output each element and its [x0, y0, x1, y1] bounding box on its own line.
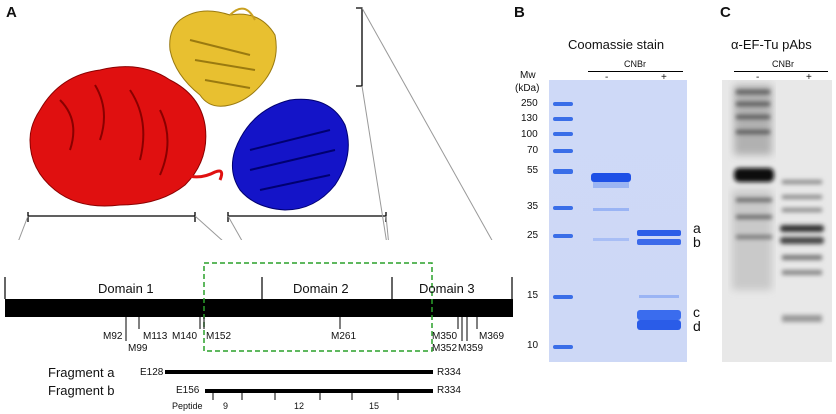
domain3-label: Domain 3	[419, 281, 475, 296]
peptide-number-15: 15	[369, 401, 380, 411]
panel-b-letter: B	[514, 4, 525, 21]
panel-b-plus: +	[661, 72, 667, 83]
fragment-b-start: E156	[176, 385, 200, 396]
peptide-number-12: 12	[294, 401, 305, 411]
panel-c-plus: +	[806, 72, 812, 83]
band-label-a: a	[693, 220, 701, 236]
domain-bar-diagram	[4, 262, 513, 400]
domain3-structure	[231, 98, 349, 211]
highlight-box	[203, 262, 433, 352]
marker-10: 10	[527, 340, 539, 351]
met-label-m369: M369	[479, 331, 505, 342]
marker-130: 130	[521, 113, 538, 124]
met-label-m113: M113	[143, 331, 168, 342]
domain1-label: Domain 1	[98, 281, 154, 296]
marker-15: 15	[527, 290, 539, 301]
met-label-m99: M99	[128, 343, 148, 354]
domain2-structure	[169, 7, 277, 107]
met-label-m359: M359	[458, 343, 484, 354]
fragment-a-label: Fragment a	[48, 365, 115, 380]
peptide-number-9: 9	[223, 401, 229, 411]
mw-label-line2: (kDa)	[515, 83, 540, 94]
panel-b-treatment-line	[588, 71, 683, 72]
sequence-bar	[5, 299, 513, 317]
fragment-b-line	[205, 389, 433, 393]
marker-250: 250	[521, 98, 538, 109]
band-label-c: c	[693, 304, 700, 320]
panel-c-title: α-EF-Tu pAbs	[731, 37, 812, 52]
western-blot	[722, 80, 832, 362]
met-label-m261: M261	[331, 331, 357, 342]
band-label-b: b	[693, 234, 701, 250]
panel-c-letter: C	[720, 4, 731, 21]
fragment-b-end: R334	[437, 385, 461, 396]
panel-c-minus: -	[756, 72, 760, 83]
met-label-m350: M350	[432, 331, 458, 342]
marker-55: 55	[527, 165, 539, 176]
peptide-label: Peptide	[172, 401, 203, 411]
met-label-m92: M92	[103, 331, 123, 342]
panel-b-treatment: CNBr	[624, 59, 646, 69]
fragment-a-start: E128	[140, 367, 164, 378]
domain1-structure	[29, 66, 224, 207]
panel-b-title: Coomassie stain	[568, 37, 665, 52]
panel-a-letter: A	[6, 4, 17, 21]
marker-100: 100	[521, 129, 538, 140]
fragment-a-line	[165, 370, 433, 374]
met-label-m152: M152	[206, 331, 232, 342]
domain2-label: Domain 2	[293, 281, 349, 296]
protein-structure	[18, 7, 493, 240]
panel-c-treatment-line	[734, 71, 828, 72]
marker-35: 35	[527, 201, 539, 212]
panel-b-minus: -	[605, 72, 609, 83]
panel-c-treatment: CNBr	[772, 59, 794, 69]
marker-70: 70	[527, 145, 539, 156]
coomassie-gel	[549, 80, 687, 362]
fragment-b-label: Fragment b	[48, 383, 115, 398]
band-label-d: d	[693, 318, 701, 334]
met-label-m352: M352	[432, 343, 458, 354]
marker-25: 25	[527, 230, 539, 241]
mw-label-line1: Mw	[520, 70, 536, 81]
met-label-m140: M140	[172, 331, 198, 342]
fragment-a-end: R334	[437, 367, 461, 378]
